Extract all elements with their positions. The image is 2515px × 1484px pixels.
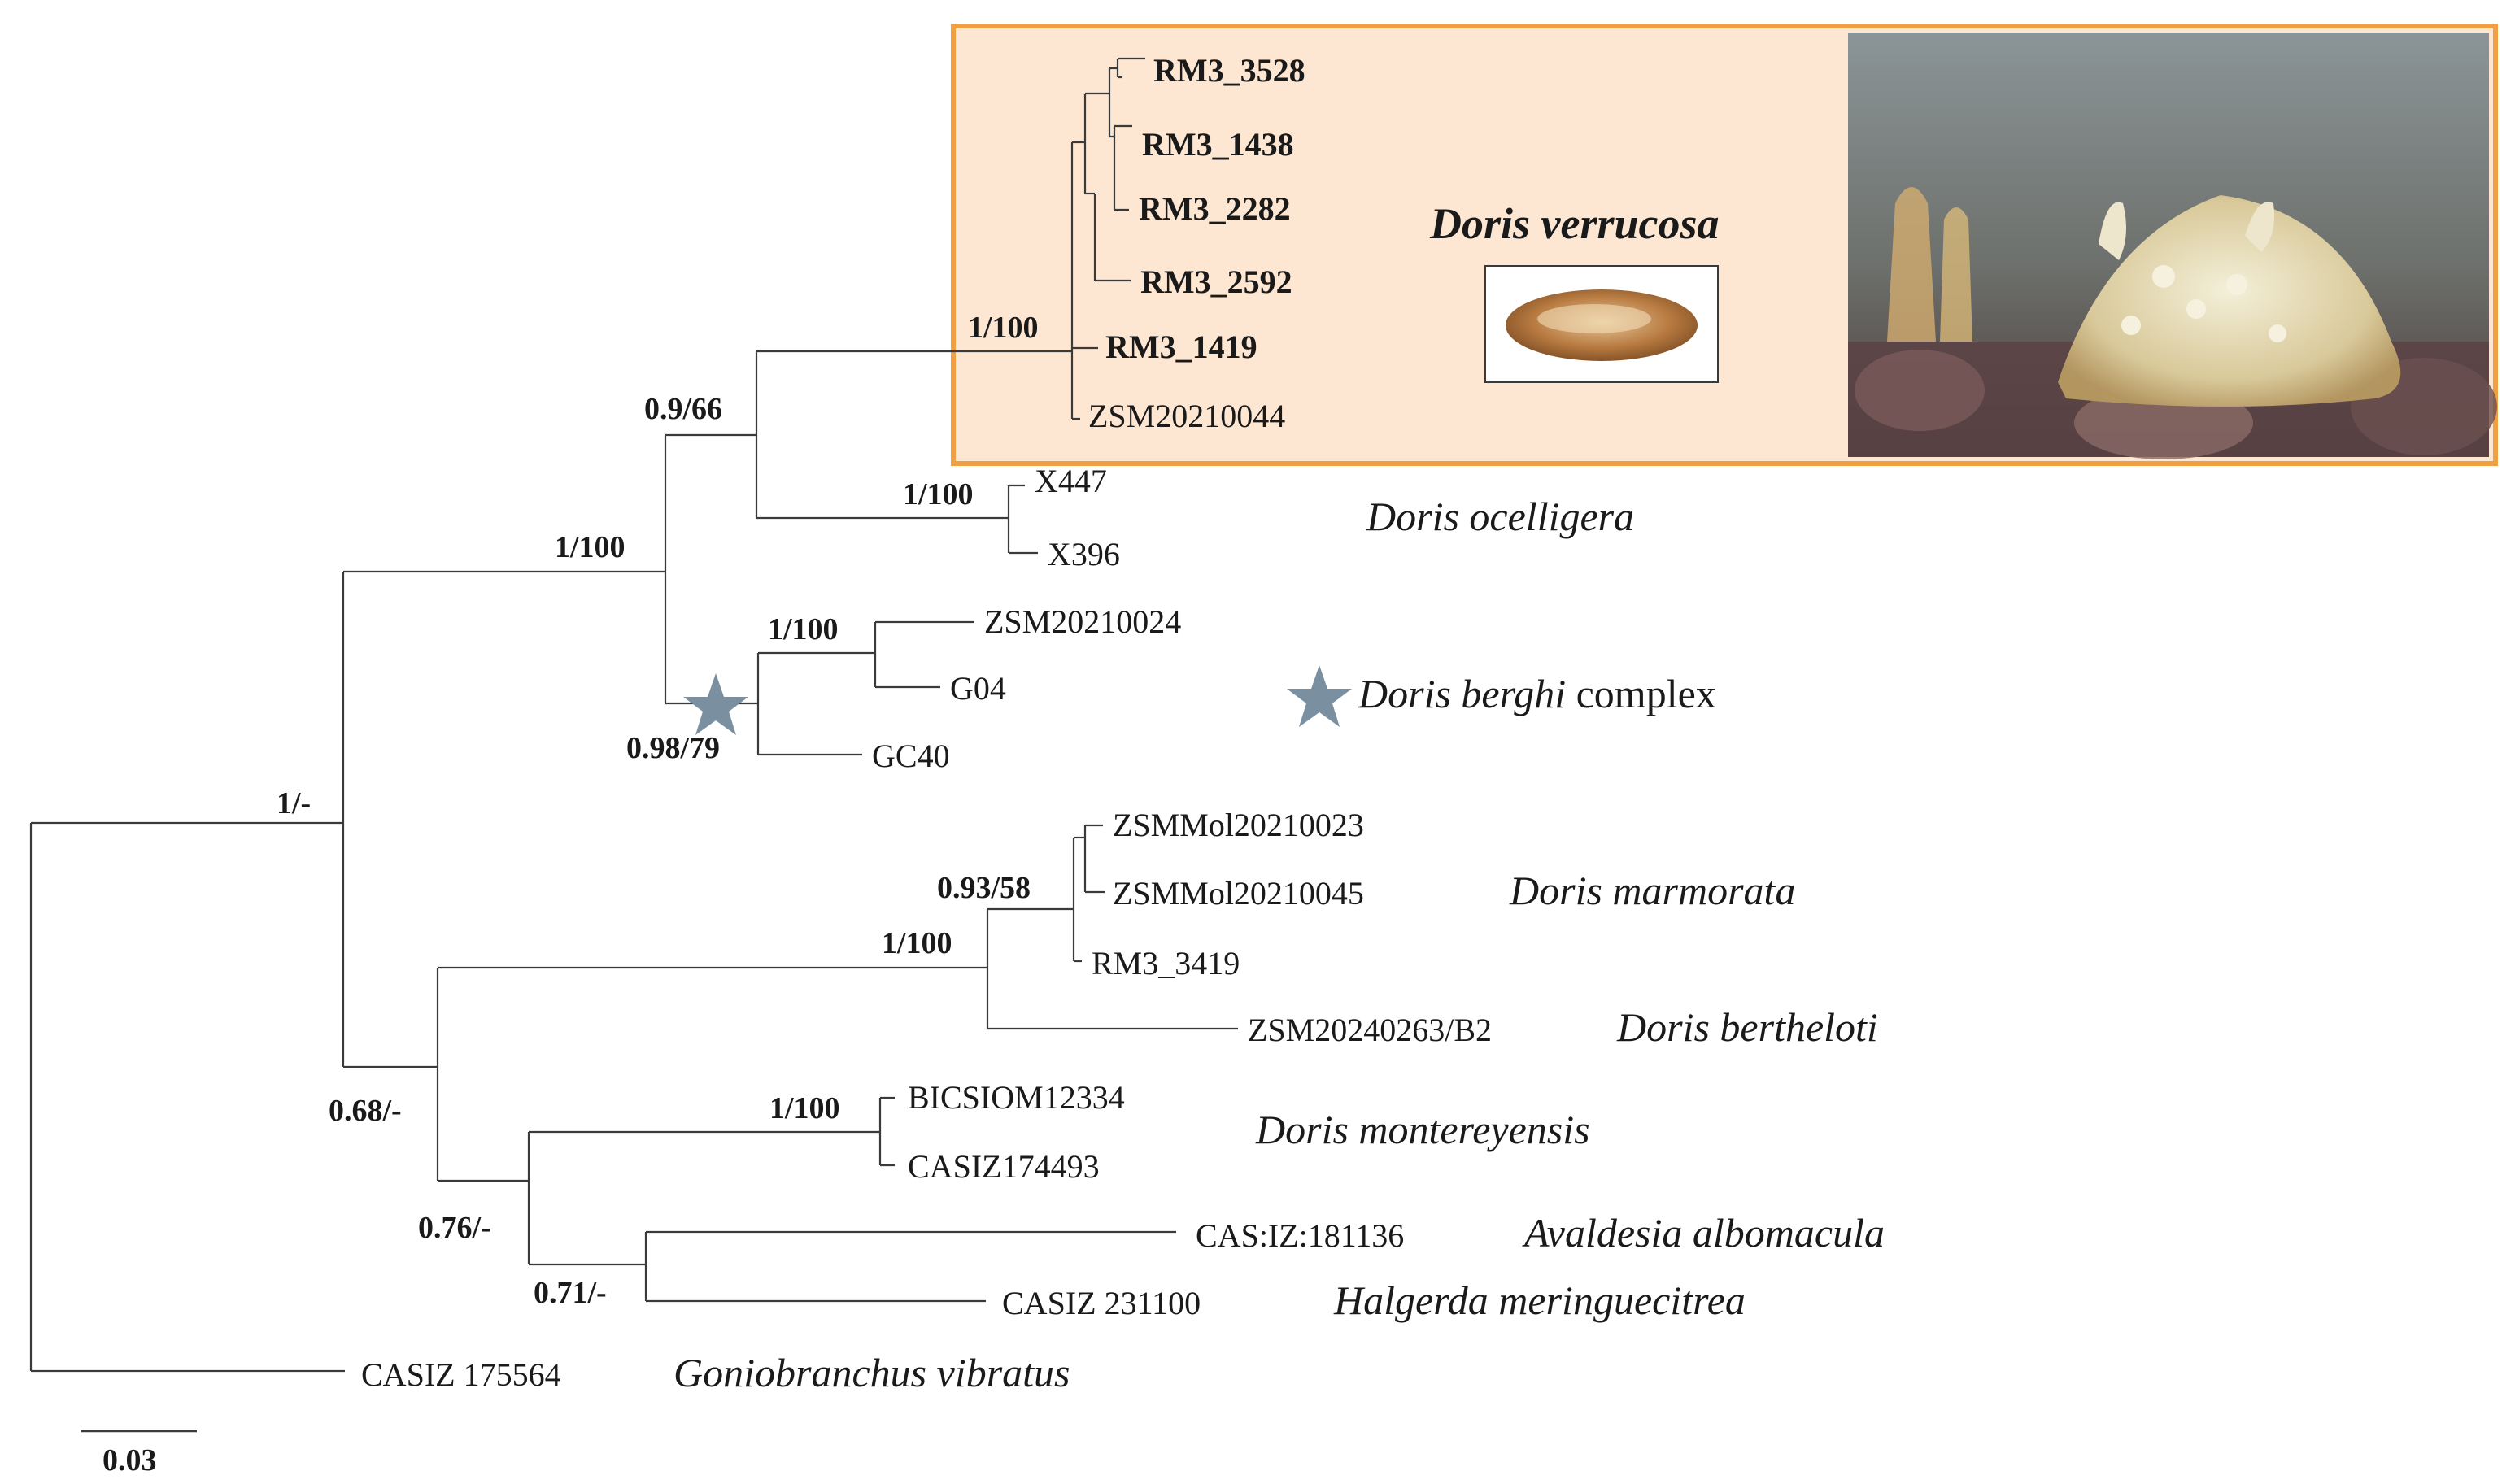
support-value: 0.9/66 bbox=[644, 392, 722, 426]
scale-label: 0.03 bbox=[102, 1443, 157, 1477]
support-value: 0.98/79 bbox=[626, 731, 720, 765]
tip-label: X447 bbox=[1035, 463, 1107, 499]
tip-label: RM3_1419 bbox=[1105, 329, 1258, 365]
tip-label: BICSIOM12334 bbox=[908, 1079, 1125, 1116]
specimen-inset bbox=[1484, 265, 1719, 383]
clade-labels: Doris verrucosa Doris ocelligera Doris b… bbox=[673, 199, 1885, 1395]
tip-label: GC40 bbox=[872, 738, 950, 774]
tip-label: G04 bbox=[950, 670, 1006, 707]
tip-label: ZSMMol20210023 bbox=[1113, 807, 1364, 843]
tip-labels: RM3_3528 RM3_1438 RM3_2282 RM3_2592 RM3_… bbox=[361, 52, 1492, 1393]
clade-label-marmorata: Doris marmorata bbox=[1509, 868, 1795, 913]
support-value: 1/100 bbox=[882, 926, 952, 960]
support-value: 1/100 bbox=[903, 477, 974, 511]
support-value: 0.93/58 bbox=[937, 871, 1031, 905]
tip-label: ZSM20210044 bbox=[1088, 398, 1285, 434]
clade-label-verrucosa: Doris verrucosa bbox=[1429, 199, 1720, 248]
support-value: 1/100 bbox=[968, 311, 1039, 345]
tree-branches bbox=[29, 57, 1238, 1373]
clade-label-berghi: Doris berghi complex bbox=[1358, 671, 1716, 716]
clade-label-berghi-name: Doris berghi bbox=[1358, 671, 1566, 716]
clade-label-montereyensis: Doris montereyensis bbox=[1255, 1107, 1590, 1152]
tip-label: ZSM20240263/B2 bbox=[1248, 1012, 1492, 1048]
support-value: 1/- bbox=[277, 786, 311, 820]
clade-label-vibratus: Goniobranchus vibratus bbox=[673, 1350, 1070, 1395]
clade-label-bertheloti: Doris bertheloti bbox=[1616, 1004, 1878, 1050]
clade-label-albomacula: Avaldesia albomacula bbox=[1522, 1210, 1885, 1256]
clade-label-ocelligera: Doris ocelligera bbox=[1366, 494, 1634, 539]
clade-label-berghi-suffix: complex bbox=[1566, 671, 1716, 716]
tip-label: ZSMMol20210045 bbox=[1113, 875, 1364, 912]
clade-label-meringuecitrea: Halgerda meringuecitrea bbox=[1333, 1277, 1746, 1323]
tip-label: X396 bbox=[1048, 536, 1120, 572]
tip-label: RM3_3528 bbox=[1153, 52, 1305, 89]
nudibranch-photo bbox=[1848, 33, 2497, 459]
support-value: 0.76/- bbox=[418, 1211, 491, 1245]
tip-label: RM3_3419 bbox=[1092, 945, 1240, 981]
tip-label: CASIZ 231100 bbox=[1002, 1285, 1201, 1321]
support-value: 1/100 bbox=[769, 1091, 840, 1125]
tip-label: CAS:IZ:181136 bbox=[1196, 1217, 1404, 1254]
tip-label: CASIZ174493 bbox=[908, 1148, 1100, 1185]
support-value: 0.71/- bbox=[534, 1276, 607, 1310]
tip-label: RM3_1438 bbox=[1142, 126, 1294, 163]
tip-label: CASIZ 175564 bbox=[361, 1356, 561, 1393]
support-value: 0.68/- bbox=[329, 1094, 402, 1128]
support-values: 1/100 0.9/66 1/100 1/100 0.98/79 1/100 1… bbox=[277, 311, 1039, 1310]
tip-label: RM3_2592 bbox=[1140, 263, 1292, 300]
tip-label: RM3_2282 bbox=[1139, 190, 1291, 227]
star-icon bbox=[683, 673, 748, 735]
tip-label: ZSM20210024 bbox=[984, 603, 1181, 640]
star-icon bbox=[1287, 665, 1352, 727]
support-value: 1/100 bbox=[555, 530, 625, 564]
support-value: 1/100 bbox=[768, 612, 839, 646]
